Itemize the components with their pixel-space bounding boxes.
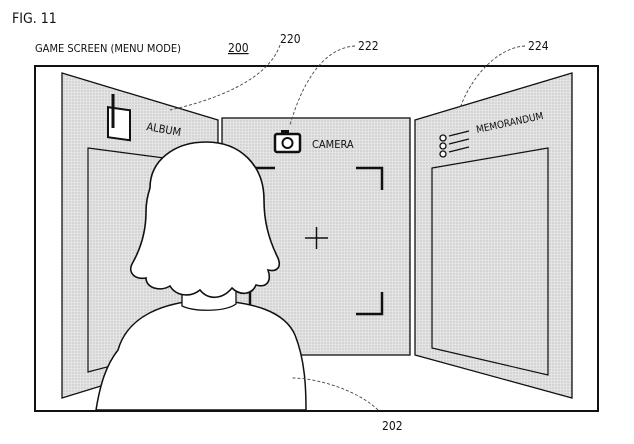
memo-list-icon (439, 130, 470, 158)
figure-caption: GAME SCREEN (MENU MODE) (35, 42, 181, 55)
camera-icon (273, 130, 302, 154)
album-icon (107, 94, 131, 142)
camera-label: CAMERA (312, 138, 354, 151)
character-figure (95, 141, 307, 411)
crosshair-icon (305, 227, 328, 249)
character-ref-number: 202 (382, 419, 403, 433)
album-label: ALBUM (145, 120, 182, 139)
screen-ref-number: 200 (228, 41, 249, 55)
leader-lines (169, 44, 526, 411)
memorandum-ref-number: 224 (528, 39, 549, 53)
camera-ref-number: 222 (358, 39, 379, 53)
album-ref-number: 220 (280, 32, 301, 46)
memorandum-panel[interactable]: MEMORANDUM (414, 72, 573, 399)
figure-label: FIG. 11 (12, 11, 57, 27)
